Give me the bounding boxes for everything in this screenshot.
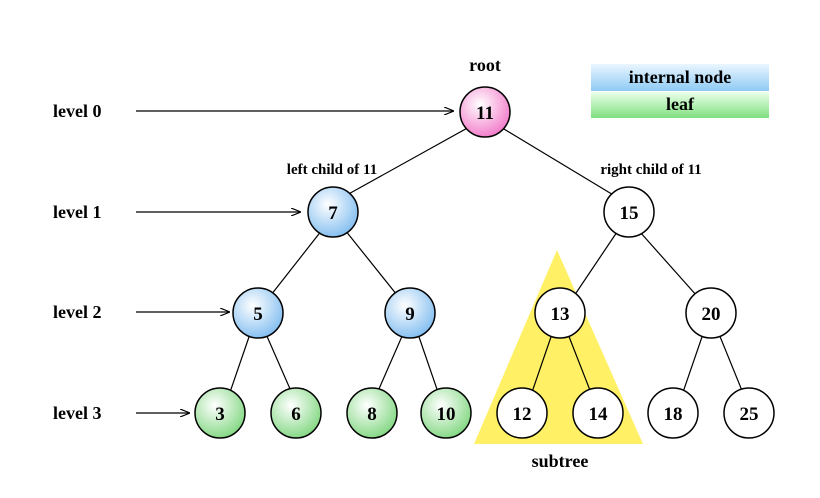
node-8-value: 8 [367, 404, 377, 425]
node-8: 8 [346, 387, 398, 439]
node-13-value: 13 [551, 304, 570, 325]
node-9: 9 [384, 287, 436, 339]
node-9-value: 9 [405, 304, 415, 325]
right-child-label: right child of 11 [600, 162, 701, 178]
node-18: 18 [647, 387, 699, 439]
node-5: 5 [232, 287, 284, 339]
node-25-value: 25 [740, 404, 759, 425]
node-12-value: 12 [513, 404, 532, 425]
node-10-value: 10 [437, 404, 456, 425]
tree-nodes: 11 7 15 5 9 13 20 3 [194, 86, 775, 439]
tree-edges [227, 125, 746, 399]
node-10: 10 [420, 387, 472, 439]
node-11: 11 [459, 86, 511, 138]
node-7: 7 [307, 186, 359, 238]
root-label: root [469, 55, 501, 75]
level-2-label: level 2 [53, 302, 101, 322]
node-5-value: 5 [253, 304, 263, 325]
node-14: 14 [572, 387, 624, 439]
node-15: 15 [603, 186, 655, 238]
node-11-value: 11 [476, 103, 494, 124]
legend: internal node leaf [591, 64, 769, 118]
level-1-label: level 1 [53, 202, 101, 222]
legend-leaf-label: leaf [666, 94, 695, 114]
level-3-label: level 3 [53, 403, 101, 423]
subtree-label: subtree [532, 451, 589, 471]
legend-leaf-swatch [591, 92, 769, 118]
node-20: 20 [685, 287, 737, 339]
node-20-value: 20 [702, 304, 721, 325]
node-14-value: 14 [589, 404, 609, 425]
node-3-value: 3 [215, 404, 225, 425]
node-7-value: 7 [328, 203, 338, 224]
legend-internal-swatch [591, 64, 769, 91]
node-25: 25 [723, 387, 775, 439]
node-12: 12 [496, 387, 548, 439]
level-0-label: level 0 [53, 101, 101, 121]
node-13: 13 [534, 287, 586, 339]
left-child-label: left child of 11 [287, 162, 377, 178]
node-6: 6 [270, 387, 322, 439]
level-arrows [136, 111, 453, 413]
node-15-value: 15 [620, 203, 639, 224]
node-3: 3 [194, 387, 246, 439]
legend-internal-label: internal node [629, 67, 732, 87]
node-6-value: 6 [291, 404, 301, 425]
node-18-value: 18 [664, 404, 683, 425]
